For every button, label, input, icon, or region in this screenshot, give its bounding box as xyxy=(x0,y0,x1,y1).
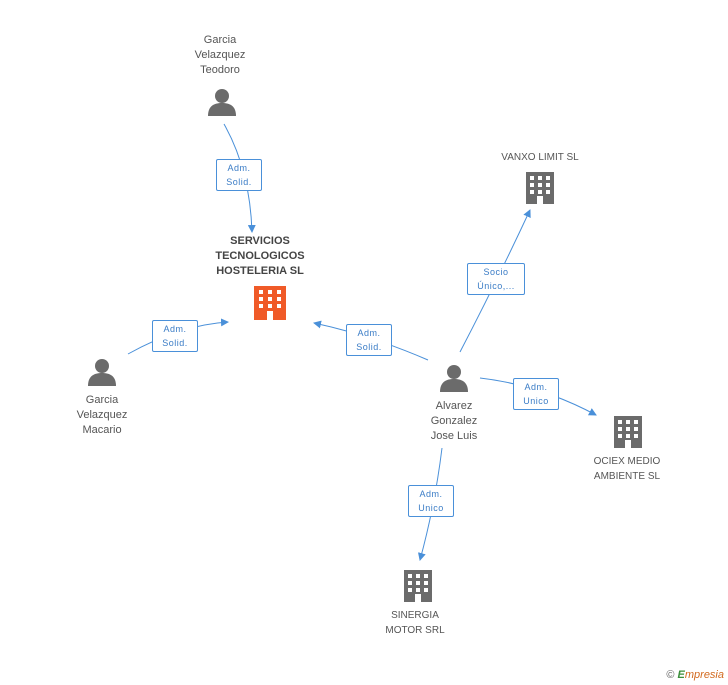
edge-label-line: Adm. xyxy=(227,163,251,173)
node-ociex-label[interactable]: OCIEX MEDIO AMBIENTE SL xyxy=(572,454,682,484)
node-teodoro-line: Velazquez xyxy=(194,49,246,61)
building-icon xyxy=(526,172,554,204)
edge-label-teodoro-main[interactable]: Adm. Solid. xyxy=(216,159,262,191)
edge-label-line: Solid. xyxy=(356,342,382,352)
brand-name: mpresia xyxy=(684,669,724,681)
edge-label-line: Adm. xyxy=(357,328,381,338)
node-alvarez-label[interactable]: Alvarez Gonzalez Jose Luis xyxy=(404,399,504,444)
edge-label-line: Socio xyxy=(483,267,509,277)
building-icon xyxy=(404,570,432,602)
node-main-label[interactable]: SERVICIOS TECNOLOGICOS HOSTELERIA SL xyxy=(200,234,320,279)
node-vanxo-label[interactable]: VANXO LIMIT SL xyxy=(480,150,600,165)
edge-label-macario-main[interactable]: Adm. Solid. xyxy=(152,320,198,352)
edge-label-alvarez-main[interactable]: Adm. Solid. xyxy=(346,324,392,356)
edge-label-line: Único,... xyxy=(477,281,515,291)
edge-label-alvarez-vanxo[interactable]: Socio Único,... xyxy=(467,263,525,295)
node-vanxo-line: VANXO LIMIT SL xyxy=(501,152,579,163)
node-macario-line: Velazquez xyxy=(76,409,128,421)
person-icon xyxy=(88,359,116,386)
edge-label-line: Solid. xyxy=(226,177,252,187)
node-sinergia-label[interactable]: SINERGIA MOTOR SRL xyxy=(365,608,465,638)
node-main-line: TECNOLOGICOS xyxy=(215,250,305,262)
edge-label-alvarez-ociex[interactable]: Adm. Unico xyxy=(513,378,559,410)
edge-label-line: Solid. xyxy=(162,338,188,348)
empresia-watermark: © Empresia xyxy=(666,669,724,681)
node-teodoro-line: Garcia xyxy=(203,34,237,46)
person-icon xyxy=(440,365,468,392)
node-teodoro-label[interactable]: Garcia Velazquez Teodoro xyxy=(170,33,270,78)
edge-label-alvarez-sinergia[interactable]: Adm. Unico xyxy=(408,485,454,517)
building-icon xyxy=(614,416,642,448)
edge-label-line: Adm. xyxy=(419,489,443,499)
node-alvarez-line: Alvarez xyxy=(435,400,473,412)
node-ociex-line: OCIEX MEDIO xyxy=(593,456,661,467)
node-main-line: SERVICIOS xyxy=(230,235,290,247)
node-sinergia-line: MOTOR SRL xyxy=(385,625,445,636)
edge-label-line: Unico xyxy=(418,503,444,513)
edge-label-line: Unico xyxy=(523,396,549,406)
building-icon xyxy=(254,286,286,320)
copyright-symbol: © xyxy=(666,669,675,681)
node-teodoro-line: Teodoro xyxy=(200,64,240,76)
node-ociex-line: AMBIENTE SL xyxy=(593,471,661,482)
node-macario-line: Garcia xyxy=(85,394,119,406)
person-icon xyxy=(208,89,236,116)
brand-e: E xyxy=(677,669,685,681)
edge-label-line: Adm. xyxy=(524,382,548,392)
node-macario-label[interactable]: Garcia Velazquez Macario xyxy=(52,393,152,438)
node-alvarez-line: Gonzalez xyxy=(430,415,478,427)
node-main-line: HOSTELERIA SL xyxy=(216,265,304,277)
node-macario-line: Macario xyxy=(82,424,122,436)
node-alvarez-line: Jose Luis xyxy=(430,430,478,442)
node-sinergia-line: SINERGIA xyxy=(391,610,439,621)
edge-label-line: Adm. xyxy=(163,324,187,334)
